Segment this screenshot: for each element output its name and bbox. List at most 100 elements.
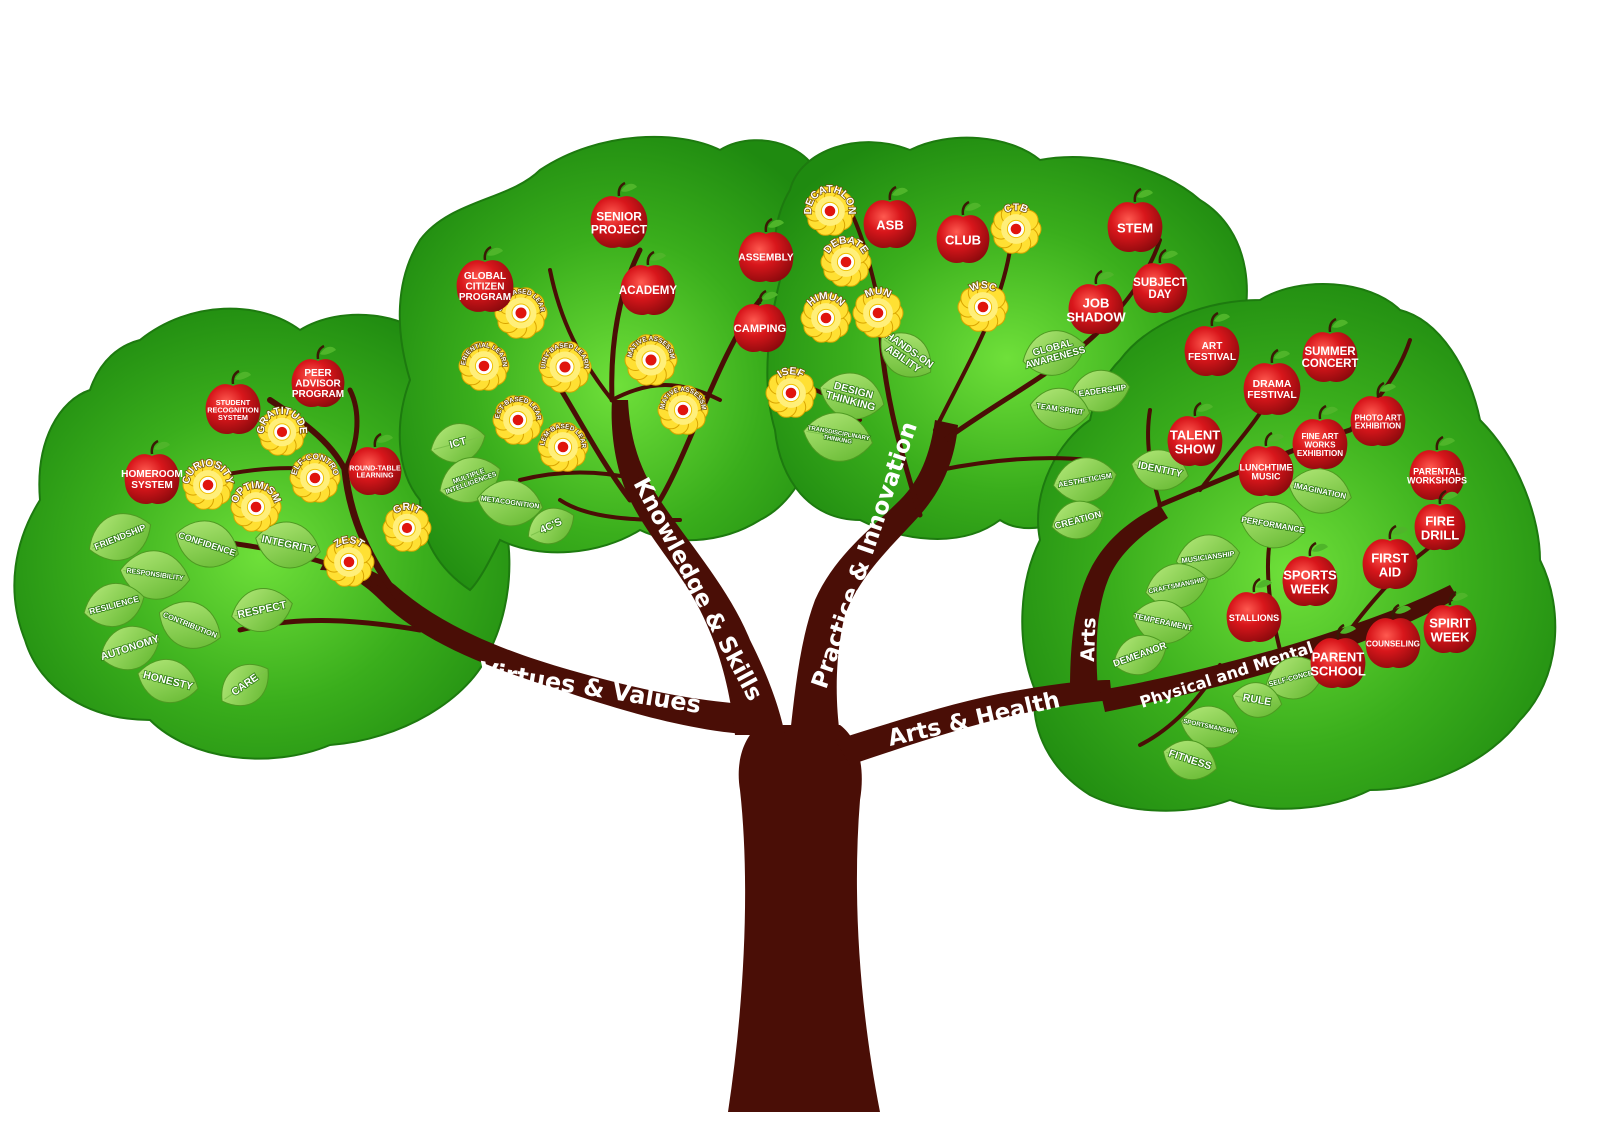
apple-label: TALENT xyxy=(1170,428,1220,443)
apple-label: CLUB xyxy=(945,233,981,248)
apple-leaf xyxy=(1439,437,1455,446)
flower: OPTIMISM xyxy=(228,478,284,532)
leaf-vein xyxy=(123,570,187,580)
flower-label: HIMUN xyxy=(805,290,847,309)
apple-body xyxy=(936,215,990,264)
twig xyxy=(341,466,404,604)
apple-body xyxy=(1302,332,1358,382)
apple-label: SHOW xyxy=(1175,441,1216,456)
apple-leaf xyxy=(1442,491,1458,500)
canopy-center-left xyxy=(398,135,838,592)
apple-stem xyxy=(1448,590,1457,606)
apple-leaf xyxy=(487,247,503,256)
apple-leaf xyxy=(1098,271,1114,280)
apple-label: STALLIONS xyxy=(1229,613,1279,623)
apple-body xyxy=(1282,556,1338,606)
twig xyxy=(938,456,1092,472)
leaf-vein xyxy=(1235,695,1279,705)
leaf-vein xyxy=(883,339,929,371)
apple-leaf xyxy=(1312,543,1328,552)
branch-knowledge xyxy=(611,400,785,735)
leaf-vein xyxy=(442,469,498,491)
apple-label: PHOTO ART xyxy=(1354,413,1401,422)
apple-label: SYSTEM xyxy=(131,480,173,491)
apple-label: FESTIVAL xyxy=(1247,390,1297,401)
apple-stem xyxy=(231,369,240,385)
flower-center xyxy=(977,301,989,313)
apple-stem xyxy=(646,250,655,266)
twig xyxy=(548,268,614,402)
apple-stem xyxy=(1328,317,1337,333)
canopy-right xyxy=(1021,283,1557,812)
apple-body xyxy=(1423,605,1477,654)
flower-center xyxy=(309,472,321,484)
apple-label: ASB xyxy=(876,218,903,233)
apple-label: HOMEROOM xyxy=(121,469,183,480)
apple-body xyxy=(1167,416,1223,466)
leaf-label: RULE xyxy=(1242,692,1272,709)
apple-leaf xyxy=(621,183,637,192)
apple-label: RECOGNITION xyxy=(207,406,258,415)
leaf: PERFORMANCE xyxy=(1240,501,1307,549)
apple-label: FIRST xyxy=(1371,551,1409,566)
branch-arts-health xyxy=(835,680,1112,765)
leaf-vein xyxy=(161,613,219,637)
apple-leaf xyxy=(892,187,908,196)
apple-body xyxy=(1238,446,1294,496)
leaf-vein xyxy=(1054,513,1102,527)
apple-stem xyxy=(1193,401,1202,417)
flower-label: MUN xyxy=(863,285,893,300)
apple-leaf xyxy=(1322,406,1338,415)
apple-label: ASSEMBLY xyxy=(738,253,793,264)
apple-body xyxy=(1068,284,1124,334)
apple-body xyxy=(1243,363,1301,415)
flower-center xyxy=(677,404,689,416)
flower-label-path: WSC xyxy=(967,278,1000,295)
apple-label: SCHOOL xyxy=(1310,663,1366,678)
apple-label: LEARNING xyxy=(356,472,394,480)
apple-label: SHADOW xyxy=(1066,309,1126,324)
apple-body xyxy=(1226,592,1282,642)
apple-label: PEER xyxy=(304,368,332,379)
leaf-vein xyxy=(1148,579,1206,593)
apple-label: SPIRIT xyxy=(1429,616,1471,631)
apple-leaf xyxy=(1214,313,1230,322)
apple-leaf xyxy=(1137,189,1153,198)
leaf: ICT xyxy=(430,422,486,464)
twig xyxy=(1266,538,1282,652)
flower-center xyxy=(557,441,569,453)
leaf: LEADERSHIP xyxy=(1069,369,1131,413)
leaf-vein xyxy=(1116,645,1164,665)
apple-stem xyxy=(1252,577,1261,593)
leaf-vein xyxy=(224,670,266,700)
apple-label: FIRE xyxy=(1425,514,1455,529)
apple-stem xyxy=(1133,187,1142,203)
apple-body xyxy=(620,265,676,315)
flower: MUN xyxy=(852,285,904,338)
apple-stem xyxy=(1438,489,1447,505)
leaf-vein xyxy=(806,430,870,444)
flower-center xyxy=(645,354,657,366)
flower-center xyxy=(343,556,355,568)
apple-body xyxy=(1414,504,1466,551)
apple-body xyxy=(1292,419,1348,469)
twig xyxy=(933,248,1012,432)
leaf-vein xyxy=(1291,484,1349,498)
apple-label: AID xyxy=(1379,564,1401,579)
leaf-vein xyxy=(1025,345,1083,361)
apple-label: WORKS xyxy=(1304,441,1336,450)
apple-body xyxy=(590,196,648,248)
apple-leaf xyxy=(1452,592,1468,601)
flower-center xyxy=(515,307,527,319)
flower-label-path: CTB xyxy=(1002,201,1031,217)
apple-leaf xyxy=(377,434,393,443)
branch-arts xyxy=(1070,505,1168,690)
leaf: 4C'S xyxy=(527,507,575,545)
leaf: RESILIENCE xyxy=(83,582,145,628)
